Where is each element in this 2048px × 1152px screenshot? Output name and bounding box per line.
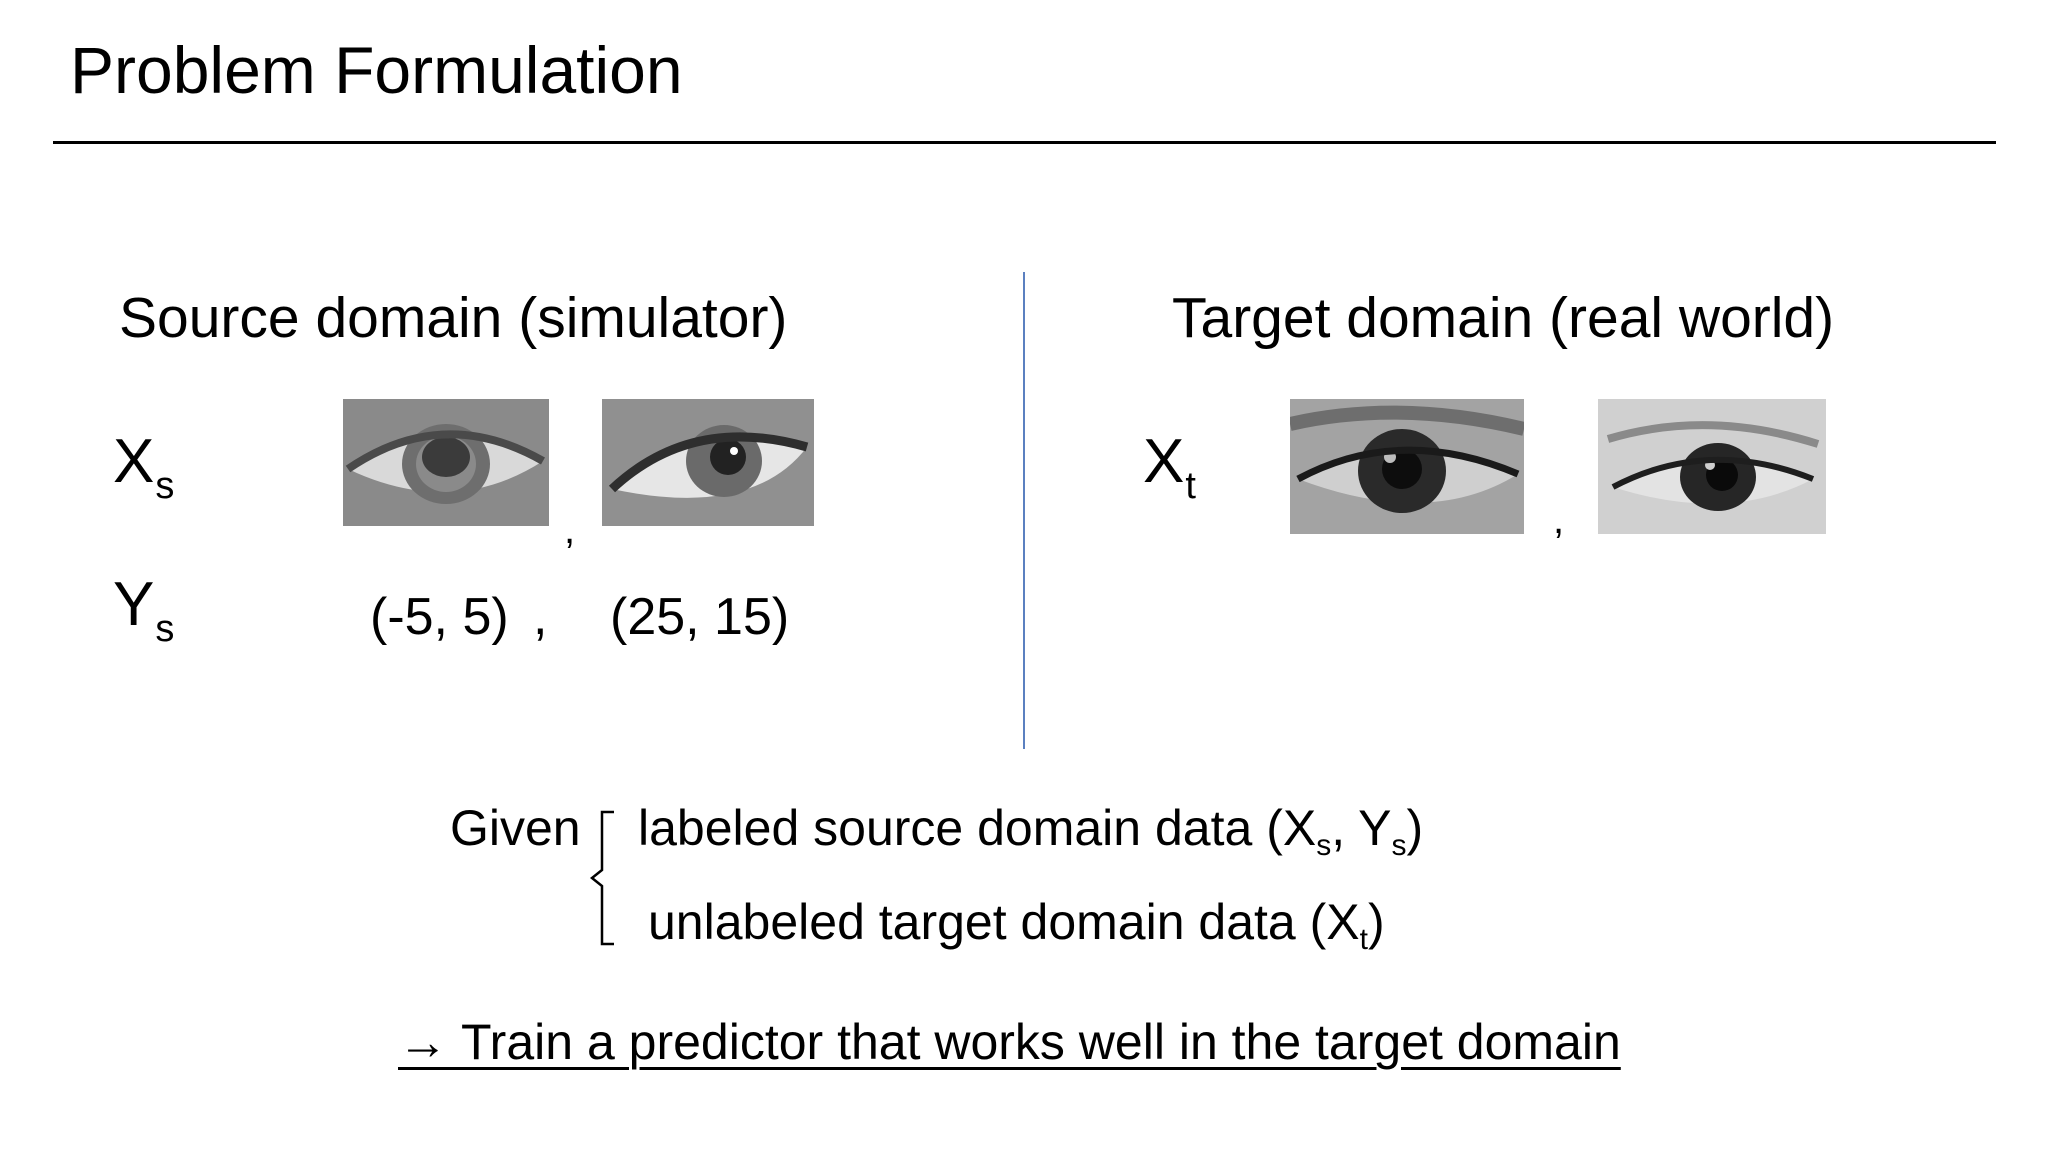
given-line1-mid: , Y [1331,800,1392,856]
source-label-separator: , [533,588,548,646]
real-eye-image-2 [1598,399,1826,534]
given-label: Given [450,800,581,856]
source-y-subscript: s [155,608,175,650]
simulated-eye-image-2 [602,399,814,526]
domain-divider [1023,272,1025,749]
target-domain-heading: Target domain (real world) [1172,286,1835,350]
title-divider [53,141,1996,144]
given-line2-prefix: unlabeled target domain data (X [648,894,1360,950]
given-line1-subscript-1: s [1316,829,1332,862]
given-line2-subscript: t [1359,923,1368,956]
source-x-subscript: s [155,465,175,507]
source-y-letter: Y [113,570,155,639]
target-x-variable: Xt [1143,427,1196,521]
source-x-letter: X [113,427,155,496]
source-x-variable: Xs [113,427,174,521]
source-image-separator: , [564,508,576,552]
given-line1-subscript-2: s [1391,829,1407,862]
real-eye-image-1 [1290,399,1524,534]
source-y-variable: Ys [113,570,174,664]
conclusion-statement: → Train a predictor that works well in t… [398,1014,1621,1070]
target-image-separator: , [1553,498,1565,542]
source-domain-heading: Source domain (simulator) [119,286,788,350]
left-brace-icon [589,810,614,946]
given-line1-suffix: ) [1406,800,1424,856]
source-label-1: (-5, 5) [370,588,509,646]
source-label-2: (25, 15) [610,588,790,646]
given-labeled-source-data: labeled source domain data (Xs, Ys) [638,798,1423,876]
given-unlabeled-target-data: unlabeled target domain data (Xt) [648,892,1385,970]
given-line2-suffix: ) [1367,894,1385,950]
target-x-subscript: t [1185,465,1196,507]
given-line1-prefix: labeled source domain data (X [638,800,1317,856]
slide-title: Problem Formulation [70,33,683,107]
simulated-eye-image-1 [343,399,549,526]
target-x-letter: X [1143,427,1185,496]
